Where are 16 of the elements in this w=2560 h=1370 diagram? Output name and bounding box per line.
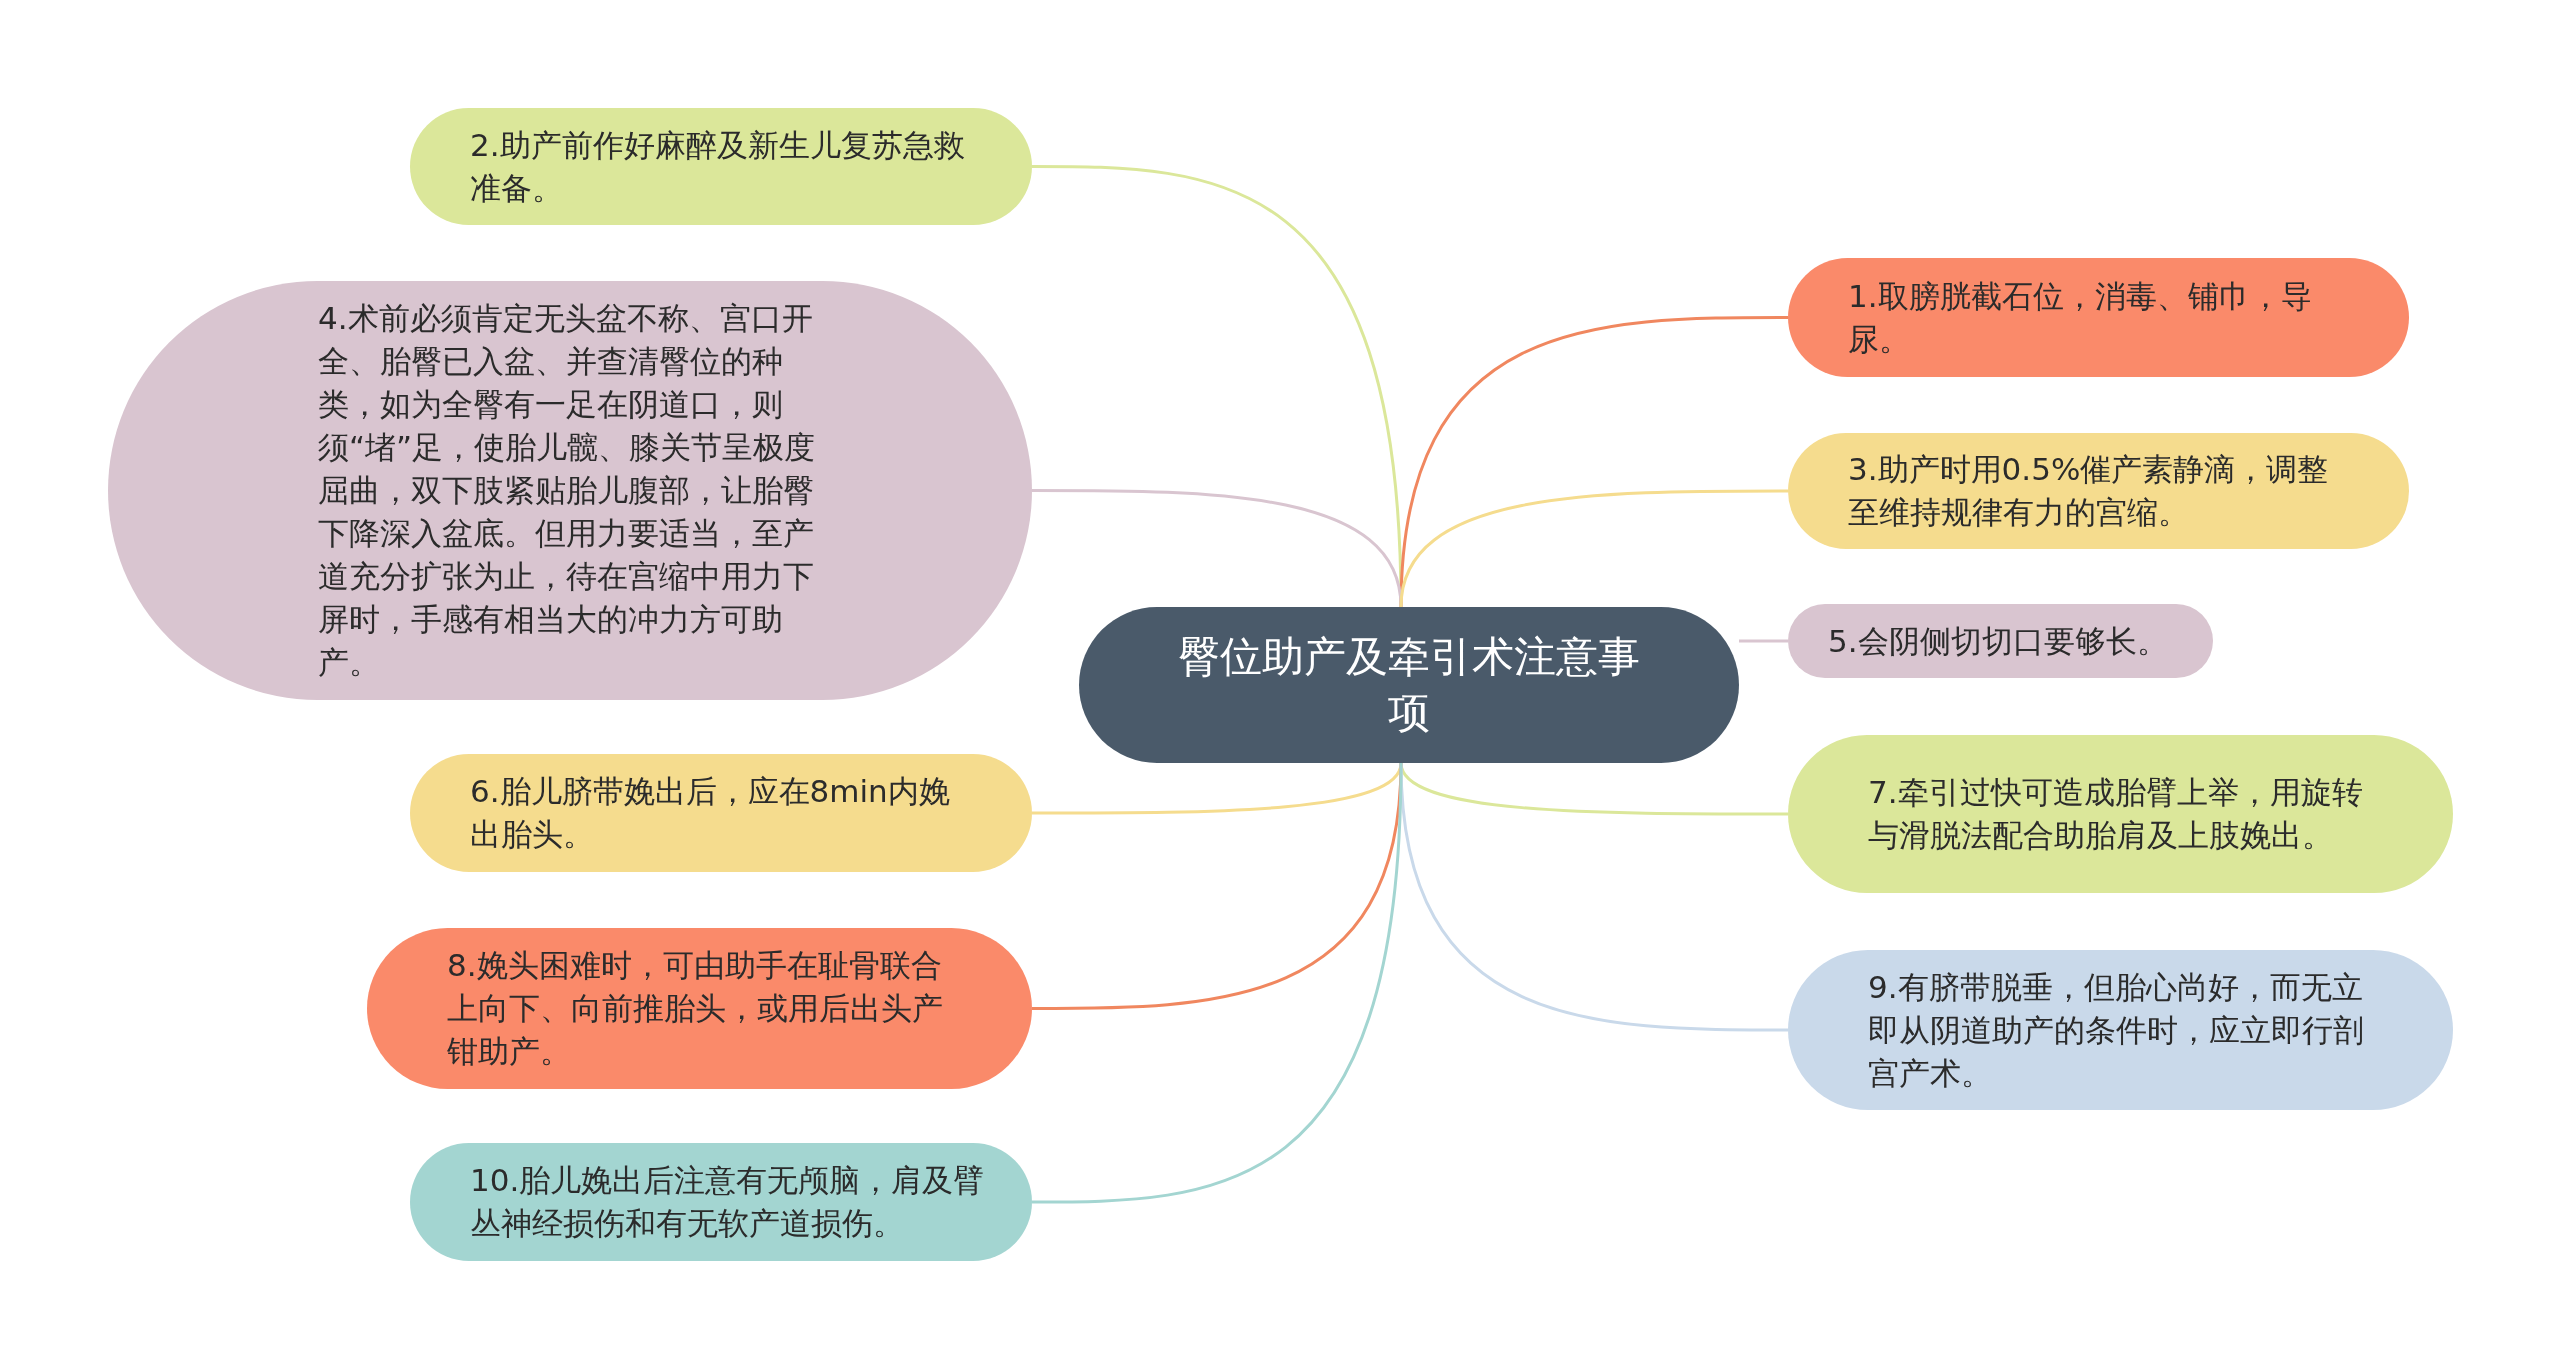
topic-text: 9.有脐带脱垂，但胎心尚好，而无立即从阴道助产的条件时，应立即行剖宫产术。: [1868, 967, 2365, 1093]
topic-title: 臀位助产及牵引术注意事项: [1177, 631, 1641, 739]
connector-line: [1739, 639, 1788, 643]
connector-line: [1399, 762, 1788, 1032]
topic-text: 7.牵引过快可造成胎臂上举，用旋转与滑脱法配合助胎肩及上肢娩出。: [1868, 773, 2364, 855]
topic-text: 5.会阴侧切切口要够长。: [1828, 621, 2168, 661]
topic-text: 10.胎儿娩出后注意有无颅脑，肩及臂丛神经损伤和有无软产道损伤。: [470, 1161, 986, 1243]
connector-line: [1399, 489, 1788, 608]
connector-line: [1032, 762, 1403, 1204]
topic-text: 2.助产前作好麻醉及新生儿复苏急救准备。: [470, 125, 966, 208]
topic-text: 1.取膀胱截石位，消毒、铺巾，导尿。: [1848, 276, 2313, 359]
topic-text: 4.术前必须肯定无头盆不称、宫口开全、胎臀已入盆、并查清臀位的种类，如为全臀有一足在阴道口，则须“堵”足，使胎儿髋、膝关节呈极度屈曲，双下肢紧贴胎儿腹部，让胎臀下降深入盆底。但用力要适当，至产道充分扩张为止，待在宫缩中用力下屏时，手感有相当大的冲力方可助产。: [318, 299, 817, 682]
topic-text: 6.胎儿脐带娩出后，应在8min内娩出胎头。: [470, 772, 951, 854]
topic-text: 8.娩头困难时，可由助手在耻骨联合上向下、向前推胎头，或用后出头产钳助产。: [447, 946, 944, 1071]
topic-text: 3.助产时用0.5%催产素静滴，调整至维持规律有力的宫缩。: [1848, 450, 2330, 532]
connector-line: [1032, 489, 1403, 608]
